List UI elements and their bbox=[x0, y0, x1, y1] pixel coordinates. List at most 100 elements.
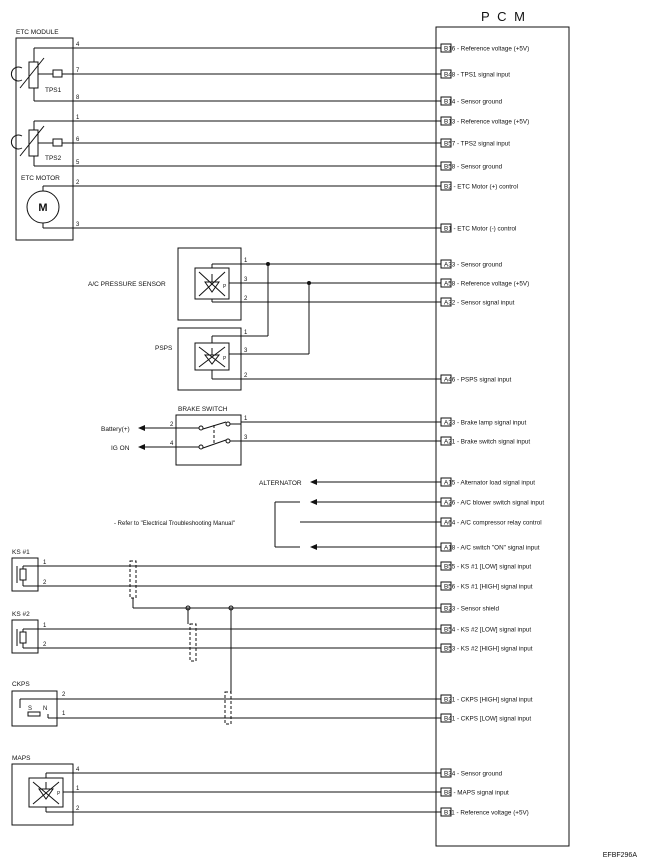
knock-sensor-wires bbox=[38, 560, 441, 725]
pcm-pin-label: A58 - Reference voltage (+5V) bbox=[444, 281, 529, 288]
pcm-pin-label: A64 - A/C compressor relay control bbox=[444, 520, 542, 527]
pcm-pin-label: B48 - TPS1 signal input bbox=[444, 72, 510, 79]
pcm-pin-label: B13 - Reference voltage (+5V) bbox=[444, 119, 529, 126]
pin-number: 6 bbox=[76, 137, 80, 143]
brake-switch-label: BRAKE SWITCH bbox=[178, 406, 228, 413]
pcm-pin-label: B53 - KS #2 [HIGH] signal input bbox=[444, 646, 533, 653]
pin-number: 4 bbox=[76, 42, 80, 48]
pin-number: 1 bbox=[244, 258, 248, 264]
pin-number: 1 bbox=[244, 330, 248, 336]
pcm-box bbox=[435, 26, 570, 847]
brake-switch-element bbox=[138, 421, 441, 450]
etc-motor bbox=[26, 185, 73, 229]
ks2-label: KS #2 bbox=[12, 611, 30, 618]
pcm-pin-label: A46 - PSPS signal input bbox=[444, 377, 511, 384]
pressure-symbol: P bbox=[57, 791, 61, 797]
pcm-pin-label: B11 - Reference voltage (+5V) bbox=[444, 810, 529, 817]
ig-on-label: IG ON bbox=[111, 445, 130, 452]
maps-sensor bbox=[28, 772, 441, 813]
pcm-pin-label: A21 - Brake switch signal input bbox=[444, 439, 530, 446]
pcm-pin-label: B14 - Sensor ground bbox=[444, 99, 503, 106]
pin-number: 1 bbox=[62, 711, 66, 717]
ckps-box bbox=[11, 690, 58, 727]
pressure-symbol: P bbox=[223, 356, 227, 362]
psps-element bbox=[194, 335, 241, 380]
pin-number: 4 bbox=[170, 441, 174, 447]
pcm-pin-label: B2 - ETC Motor (+) control bbox=[444, 184, 518, 191]
tps2-sensor bbox=[10, 120, 73, 167]
pin-number: 2 bbox=[76, 180, 80, 186]
etc-module-box bbox=[15, 37, 74, 241]
etc-module-label: ETC MODULE bbox=[16, 29, 59, 36]
pin-number: 2 bbox=[244, 296, 248, 302]
ks1-sensor bbox=[16, 565, 38, 587]
etc-wires bbox=[73, 47, 441, 229]
psps-label: PSPS bbox=[155, 345, 173, 352]
pin-number: 4 bbox=[76, 767, 80, 773]
pcm-pin-list: B16 - Reference voltage (+5V) B48 - TPS1 … bbox=[440, 43, 544, 817]
ckps-s-label: S bbox=[28, 706, 32, 712]
pin-number: 8 bbox=[76, 95, 80, 101]
pcm-pin-label: A33 - Sensor ground bbox=[444, 262, 503, 269]
alternator-refer-wires bbox=[274, 479, 441, 550]
motor-symbol: M bbox=[38, 202, 47, 214]
pcm-pin-label: B8 - MAPS signal input bbox=[444, 790, 509, 797]
pcm-pin-label: A23 - Brake lamp signal input bbox=[444, 420, 527, 427]
pin-number: 3 bbox=[76, 222, 80, 228]
pcm-pin-label: A26 - A/C blower switch signal input bbox=[444, 500, 544, 507]
pin-number: 2 bbox=[76, 806, 80, 812]
ks1-box bbox=[11, 557, 39, 592]
ckps-label: CKPS bbox=[12, 681, 30, 688]
pin-number: 2 bbox=[244, 373, 248, 379]
pin-number: 2 bbox=[62, 692, 66, 698]
pin-number: 3 bbox=[244, 277, 248, 283]
pcm-title: P C M bbox=[481, 9, 527, 24]
pcm-pin-label: B34 - Sensor ground bbox=[444, 771, 503, 778]
ac-pressure-sensor-element bbox=[194, 263, 241, 303]
pin-number: 2 bbox=[43, 580, 47, 586]
ks2-sensor bbox=[16, 628, 38, 649]
ckps-n-label: N bbox=[43, 706, 47, 712]
figure-code: EFBF296A bbox=[603, 852, 638, 859]
pin-number: 7 bbox=[76, 68, 80, 74]
ckps-sensor bbox=[19, 698, 441, 719]
pcm-pin-label: B56 - KS #1 [HIGH] signal input bbox=[444, 584, 533, 591]
pin-number: 3 bbox=[244, 435, 248, 441]
ks1-label: KS #1 bbox=[12, 549, 30, 556]
pcm-pin-label: A18 - A/C switch "ON" signal input bbox=[444, 545, 540, 552]
ac-pressure-sensor-label: A/C PRESSURE SENSOR bbox=[88, 281, 166, 288]
pcm-pin-label: B16 - Reference voltage (+5V) bbox=[444, 46, 529, 53]
pin-number: 1 bbox=[43, 623, 47, 629]
ac-psps-wires bbox=[241, 262, 441, 380]
ac-pressure-sensor-box bbox=[177, 247, 242, 321]
pin-number: 1 bbox=[43, 560, 47, 566]
pcm-pin-label: B41 - CKPS [LOW] signal input bbox=[444, 716, 531, 723]
pin-number: 1 bbox=[244, 416, 248, 422]
tps2-label: TPS2 bbox=[45, 155, 62, 162]
battery-label: Battery(+) bbox=[101, 426, 130, 433]
pcm-pin-label: A32 - Sensor signal input bbox=[444, 300, 515, 307]
pin-number: 1 bbox=[76, 115, 80, 121]
pin-number: 5 bbox=[76, 160, 80, 166]
pin-number: 1 bbox=[76, 786, 80, 792]
ks2-box bbox=[11, 619, 39, 654]
pressure-symbol: P bbox=[223, 284, 227, 290]
maps-label: MAPS bbox=[12, 755, 31, 762]
tps1-label: TPS1 bbox=[45, 87, 62, 94]
pcm-pin-label: A15 - Alternator load signal input bbox=[444, 480, 535, 487]
pcm-pin-label: B58 - Sensor ground bbox=[444, 164, 503, 171]
maps-box bbox=[11, 763, 74, 826]
psps-box bbox=[177, 327, 242, 391]
etc-motor-label: ETC MOTOR bbox=[21, 175, 60, 182]
refer-note: - Refer to "Electrical Troubleshooting M… bbox=[114, 521, 235, 527]
pcm-pin-label: B1 - ETC Motor (-) control bbox=[444, 226, 516, 233]
brake-switch-box bbox=[175, 414, 242, 466]
alternator-label: ALTERNATOR bbox=[259, 480, 302, 487]
pcm-pin-label: B21 - CKPS [HIGH] signal input bbox=[444, 697, 533, 704]
pin-number: 2 bbox=[170, 422, 174, 428]
pin-number: 3 bbox=[244, 348, 248, 354]
pcm-pin-label: B23 - Sensor shield bbox=[444, 606, 499, 613]
pin-number: 2 bbox=[43, 642, 47, 648]
